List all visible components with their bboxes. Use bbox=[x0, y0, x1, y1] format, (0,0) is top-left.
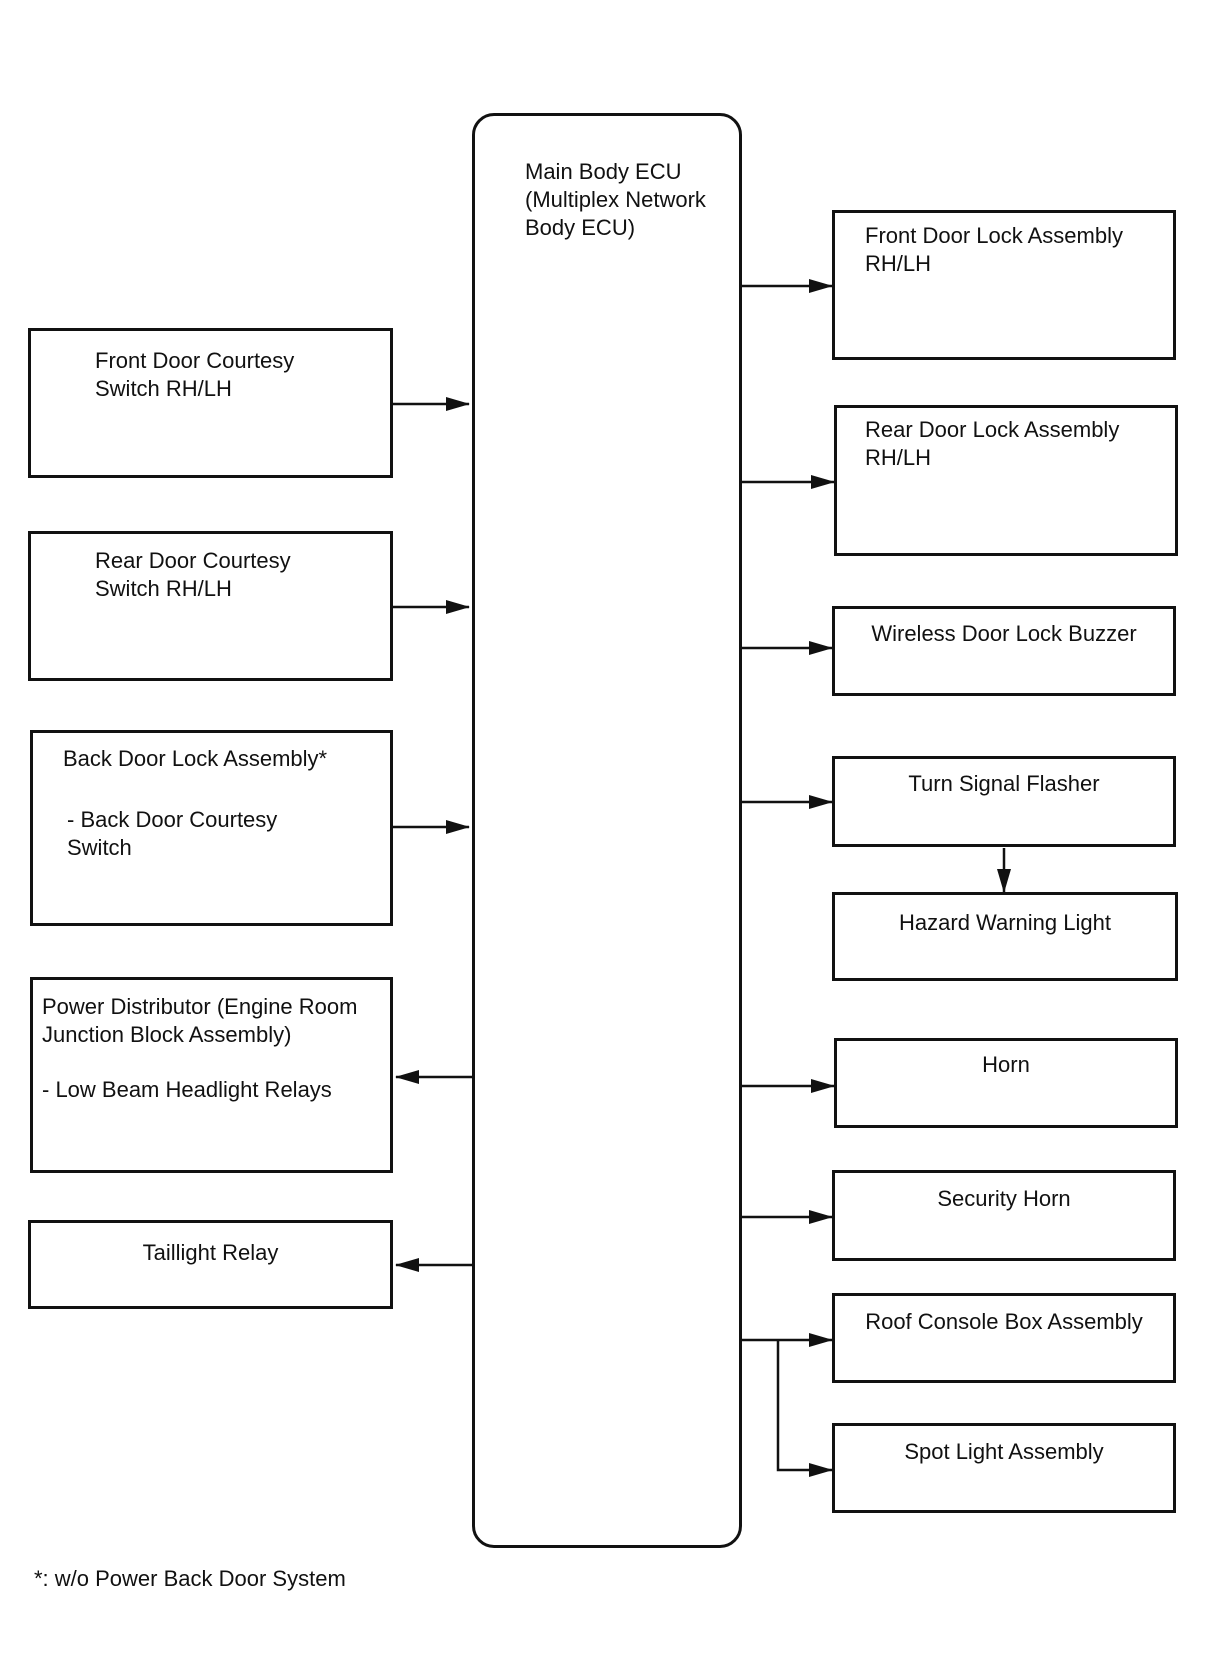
horn-box: Horn bbox=[834, 1038, 1178, 1128]
turn-signal-flasher-box: Turn Signal Flasher bbox=[832, 756, 1176, 847]
roof-console-box-assembly-label: Roof Console Box Assembly bbox=[865, 1309, 1143, 1334]
arrow-ecu-to-spot-light bbox=[776, 1340, 833, 1477]
rear-door-courtesy-switch-label: Rear Door Courtesy Switch RH/LH bbox=[95, 548, 291, 601]
footnote: *: w/o Power Back Door System bbox=[34, 1566, 346, 1591]
hazard-warning-light-label: Hazard Warning Light bbox=[899, 910, 1111, 935]
hazard-warning-light-box: Hazard Warning Light bbox=[832, 892, 1178, 981]
power-distributor-title: Power Distributor (Engine Room Junction … bbox=[42, 994, 358, 1047]
front-door-lock-assembly-box: Front Door Lock Assembly RH/LH bbox=[832, 210, 1176, 360]
taillight-relay-box: Taillight Relay bbox=[28, 1220, 393, 1309]
power-distributor-box: Power Distributor (Engine Room Junction … bbox=[30, 977, 393, 1173]
back-door-lock-assembly-title: Back Door Lock Assembly* bbox=[63, 746, 328, 771]
rear-door-lock-assembly-label: Rear Door Lock Assembly RH/LH bbox=[865, 417, 1120, 470]
wireless-door-lock-buzzer-label: Wireless Door Lock Buzzer bbox=[871, 621, 1137, 646]
front-door-courtesy-switch-label: Front Door Courtesy Switch RH/LH bbox=[95, 348, 295, 401]
back-door-lock-assembly-box: Back Door Lock Assembly* - Back Door Cou… bbox=[30, 730, 393, 926]
rear-door-courtesy-switch-box: Rear Door Courtesy Switch RH/LH bbox=[28, 531, 393, 681]
rear-door-lock-assembly-box: Rear Door Lock Assembly RH/LH bbox=[834, 405, 1178, 556]
front-door-courtesy-switch-box: Front Door Courtesy Switch RH/LH bbox=[28, 328, 393, 478]
back-door-courtesy-switch-sub: - Back Door Courtesy Switch bbox=[67, 807, 278, 860]
spot-light-assembly-box: Spot Light Assembly bbox=[832, 1423, 1176, 1513]
taillight-relay-label: Taillight Relay bbox=[142, 1240, 279, 1265]
turn-signal-flasher-label: Turn Signal Flasher bbox=[908, 771, 1100, 796]
roof-console-box-assembly-box: Roof Console Box Assembly bbox=[832, 1293, 1176, 1383]
spot-light-assembly-label: Spot Light Assembly bbox=[904, 1439, 1104, 1464]
main-body-ecu-label: Main Body ECU (Multiplex Network Body EC… bbox=[525, 159, 706, 240]
low-beam-headlight-relays-sub: - Low Beam Headlight Relays bbox=[42, 1077, 332, 1102]
horn-label: Horn bbox=[982, 1052, 1030, 1077]
security-horn-label: Security Horn bbox=[937, 1186, 1071, 1211]
security-horn-box: Security Horn bbox=[832, 1170, 1176, 1261]
front-door-lock-assembly-label: Front Door Lock Assembly RH/LH bbox=[865, 223, 1123, 276]
wireless-door-lock-buzzer-box: Wireless Door Lock Buzzer bbox=[832, 606, 1176, 696]
main-body-ecu: Main Body ECU (Multiplex Network Body EC… bbox=[472, 113, 742, 1548]
